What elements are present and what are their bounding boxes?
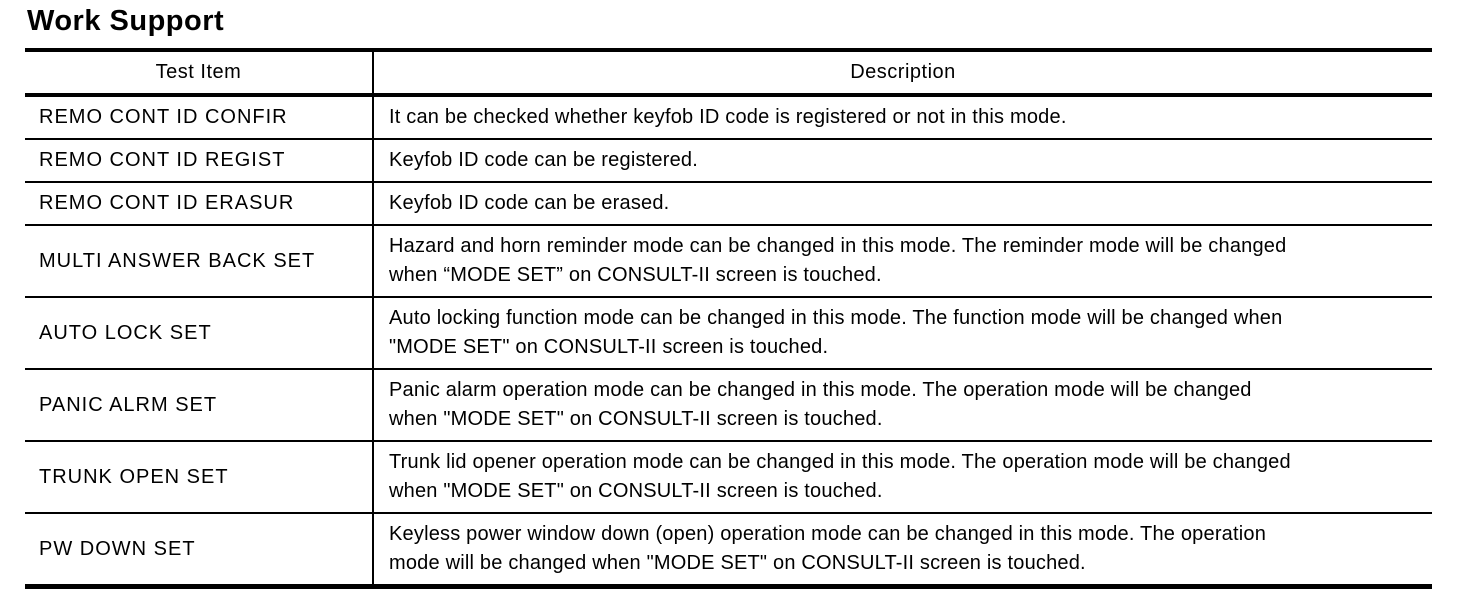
table-row: MULTI ANSWER BACK SET Hazard and horn re… xyxy=(25,225,1432,298)
description-cell: Trunk lid opener operation mode can be c… xyxy=(373,441,1432,514)
work-support-table: Test Item Description REMO CONT ID CONFI… xyxy=(25,48,1432,589)
test-item-cell: REMO CONT ID REGIST xyxy=(25,139,374,183)
table-body: REMO CONT ID CONFIR It can be checked wh… xyxy=(25,95,1432,588)
test-item-cell: REMO CONT ID ERASUR xyxy=(25,182,374,226)
test-item-cell: AUTO LOCK SET xyxy=(25,297,374,370)
test-item-cell: PW DOWN SET xyxy=(25,513,374,588)
description-cell: Panic alarm operation mode can be change… xyxy=(373,369,1432,442)
table-row: REMO CONT ID REGIST Keyfob ID code can b… xyxy=(25,139,1432,183)
description-cell: Keyfob ID code can be erased. xyxy=(373,182,1432,226)
column-header-test-item: Test Item xyxy=(25,50,374,97)
table-row: PANIC ALRM SET Panic alarm operation mod… xyxy=(25,369,1432,442)
description-cell: Hazard and horn reminder mode can be cha… xyxy=(373,225,1432,298)
description-cell: Keyfob ID code can be registered. xyxy=(373,139,1432,183)
test-item-cell: REMO CONT ID CONFIR xyxy=(25,95,374,140)
page-title: Work Support xyxy=(27,5,225,37)
table-row: PW DOWN SET Keyless power window down (o… xyxy=(25,513,1432,588)
table-row: TRUNK OPEN SET Trunk lid opener operatio… xyxy=(25,441,1432,514)
test-item-cell: PANIC ALRM SET xyxy=(25,369,374,442)
test-item-cell: TRUNK OPEN SET xyxy=(25,441,374,514)
table-row: AUTO LOCK SET Auto locking function mode… xyxy=(25,297,1432,370)
description-cell: Keyless power window down (open) operati… xyxy=(373,513,1432,588)
column-header-description: Description xyxy=(373,50,1432,97)
header-row: Test Item Description xyxy=(25,50,1432,97)
description-cell: Auto locking function mode can be change… xyxy=(373,297,1432,370)
table-row: REMO CONT ID CONFIR It can be checked wh… xyxy=(25,95,1432,140)
test-item-cell: MULTI ANSWER BACK SET xyxy=(25,225,374,298)
table-header: Test Item Description xyxy=(25,50,1432,97)
table-row: REMO CONT ID ERASUR Keyfob ID code can b… xyxy=(25,182,1432,226)
description-cell: It can be checked whether keyfob ID code… xyxy=(373,95,1432,140)
